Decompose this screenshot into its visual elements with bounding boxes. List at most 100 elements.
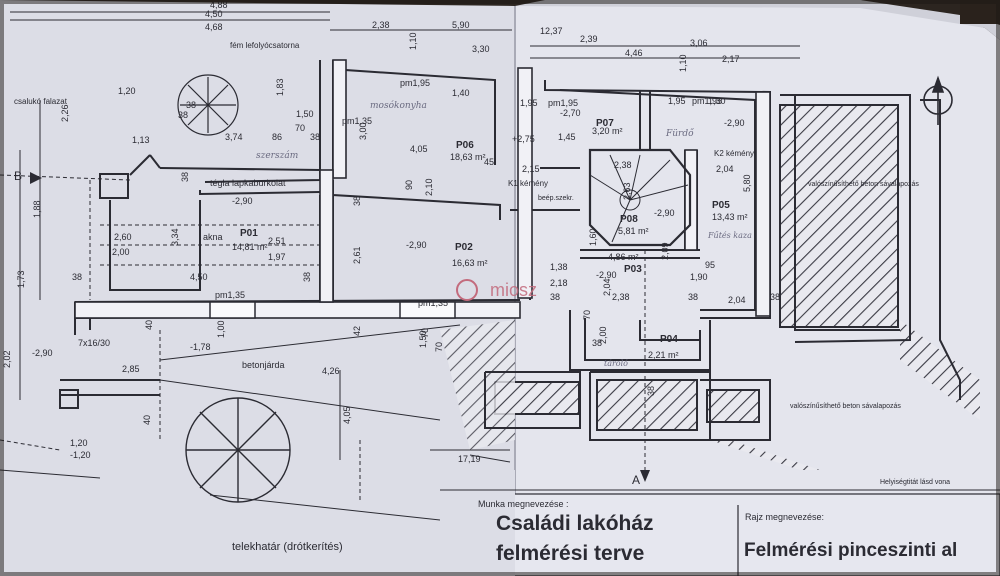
dim-top-6: 12,37 (540, 26, 563, 36)
section-b-label: B (14, 169, 22, 183)
level-mark: -1,20 (70, 450, 91, 460)
dim-misc: 2,61 (352, 246, 362, 264)
room-id: P02 (455, 242, 473, 253)
dim-misc: 1,13 (132, 135, 150, 145)
dim-top-9: 3,06 (690, 38, 708, 48)
room-p01: akna P01 14,81 m² (203, 228, 268, 252)
miosz-watermark: miosz (456, 279, 537, 301)
dim-misc: 1,20 (118, 86, 136, 96)
dim-misc: 17,19 (458, 454, 481, 464)
north-arrow-icon (923, 75, 953, 125)
dim-top-8: 4,46 (625, 48, 643, 58)
work-name-label: Munka megnevezése : (478, 499, 569, 509)
dim-misc: 2,38 (612, 292, 630, 302)
dim-misc: 38 (186, 100, 196, 110)
dim-misc: 3,00 (358, 122, 368, 140)
level-mark: -2,90 (32, 348, 53, 358)
dim-misc: 4,50 (190, 272, 208, 282)
dim-misc: 1,83 (275, 78, 285, 96)
dim-misc: 2,15 (522, 164, 540, 174)
foundation-note-1: valószínűsíthető beton sávalapozás (808, 181, 919, 188)
dim-misc: 38 (180, 172, 190, 182)
pm-label: pm1,95 (692, 96, 722, 106)
dim-misc: 2,04 (716, 164, 734, 174)
dim-top-4: 2,38 (372, 20, 390, 30)
dim-misc: 90 (404, 180, 414, 190)
room-area: 16,63 m² (452, 258, 488, 268)
section-a-arrow-icon (640, 470, 650, 482)
section-b-arrow-icon (30, 172, 42, 184)
room-p06: P06 18,63 m² (450, 140, 486, 162)
handwritten-note: Fürdő (665, 128, 694, 139)
work-title-line1: Családi lakóház (496, 512, 654, 535)
dim-misc: 40 (144, 320, 154, 330)
dim-misc: 38 (688, 292, 698, 302)
boundary-label: telekhatár (drótkerítés) (232, 541, 343, 553)
drawing-title: Felmérési pinceszinti al (744, 540, 957, 561)
level-mark: -2,90 (232, 196, 253, 206)
handwritten-note: mosókonyha (370, 100, 427, 111)
dim-top-3: 4,68 (205, 22, 223, 32)
level-mark: -2,90 (596, 270, 617, 280)
dim-misc: 2,04 (728, 295, 746, 305)
dim-misc: 2,04 (602, 278, 612, 296)
level-note: Helyiségtitát lásd vona (880, 479, 950, 486)
dim-misc: 4,26 (322, 366, 340, 376)
dim-misc: 1,95 (668, 96, 686, 106)
dim-misc: 2,00 (598, 326, 608, 344)
dim-misc: 38 (352, 196, 362, 206)
handwritten-note: tároló (604, 359, 628, 368)
dim-misc: 2,63 (622, 182, 632, 200)
room-area: 3,20 m² (592, 126, 623, 136)
room-id: P06 (456, 140, 474, 151)
dim-misc: 1,50 (296, 109, 314, 119)
dim-misc: 38 (72, 272, 82, 282)
dim-misc: 2,02 (2, 350, 12, 368)
dim-misc: 38 (592, 338, 602, 348)
dim-misc: 1,90 (690, 272, 708, 282)
hatched-foundation-area (779, 104, 899, 328)
dim-top-11: 3,30 (472, 44, 490, 54)
dim-misc: 1,00 (216, 320, 226, 338)
pm-label: pm1,35 (418, 298, 448, 308)
dim-misc: 2,51 (268, 236, 286, 246)
room-id: P05 (712, 200, 730, 211)
room-id: P07 (596, 118, 614, 129)
tree-symbol-bottom (185, 397, 291, 503)
room-id: P08 (620, 214, 638, 225)
level-mark: -2,70 (560, 108, 581, 118)
dim-misc: 70 (434, 342, 444, 352)
dim-misc: 7x16/30 (78, 338, 110, 348)
dim-misc: 1,97 (268, 252, 286, 262)
gutter-label: fém lefolyócsatorna (230, 41, 300, 50)
pm-label: pm1,95 (400, 78, 430, 88)
dim-misc: 2,85 (122, 364, 140, 374)
room-p05: P05 13,43 m² (712, 200, 748, 222)
level-mark: -2,90 (654, 208, 675, 218)
level-mark: +2,75 (512, 134, 535, 144)
chimney-k2-label: K2 kémény (714, 149, 754, 158)
dim-misc: 40 (142, 415, 152, 425)
room-id: P04 (660, 334, 678, 345)
dim-misc: 1,45 (558, 132, 576, 142)
dim-misc: 38 (550, 292, 560, 302)
dim-misc: 70 (582, 310, 592, 320)
dim-misc: 38 (770, 292, 780, 302)
dim-misc: 1,50 (418, 330, 428, 348)
chimney-k1-label: K1 kémény (508, 179, 548, 188)
dim-misc: 4,05 (342, 406, 352, 424)
dim-top-2: 4,50 (205, 9, 223, 19)
room-id: P03 (624, 264, 642, 275)
title-block (440, 470, 1000, 576)
left-paper-sheet (0, 0, 515, 576)
dim-misc: 1,88 (32, 200, 42, 218)
tree-symbol-top (177, 74, 239, 136)
dim-misc: 1,30 (708, 96, 726, 106)
handwritten-note: Fűtés kaza (707, 231, 752, 240)
dim-top-7: 2,39 (580, 34, 598, 44)
dim-misc: 2,10 (424, 178, 434, 196)
dim-top-10: 2,17 (722, 54, 740, 64)
dim-misc: 1,60 (588, 228, 598, 246)
room-area: 18,63 m² (450, 152, 486, 162)
dim-misc: 1,38 (550, 262, 568, 272)
